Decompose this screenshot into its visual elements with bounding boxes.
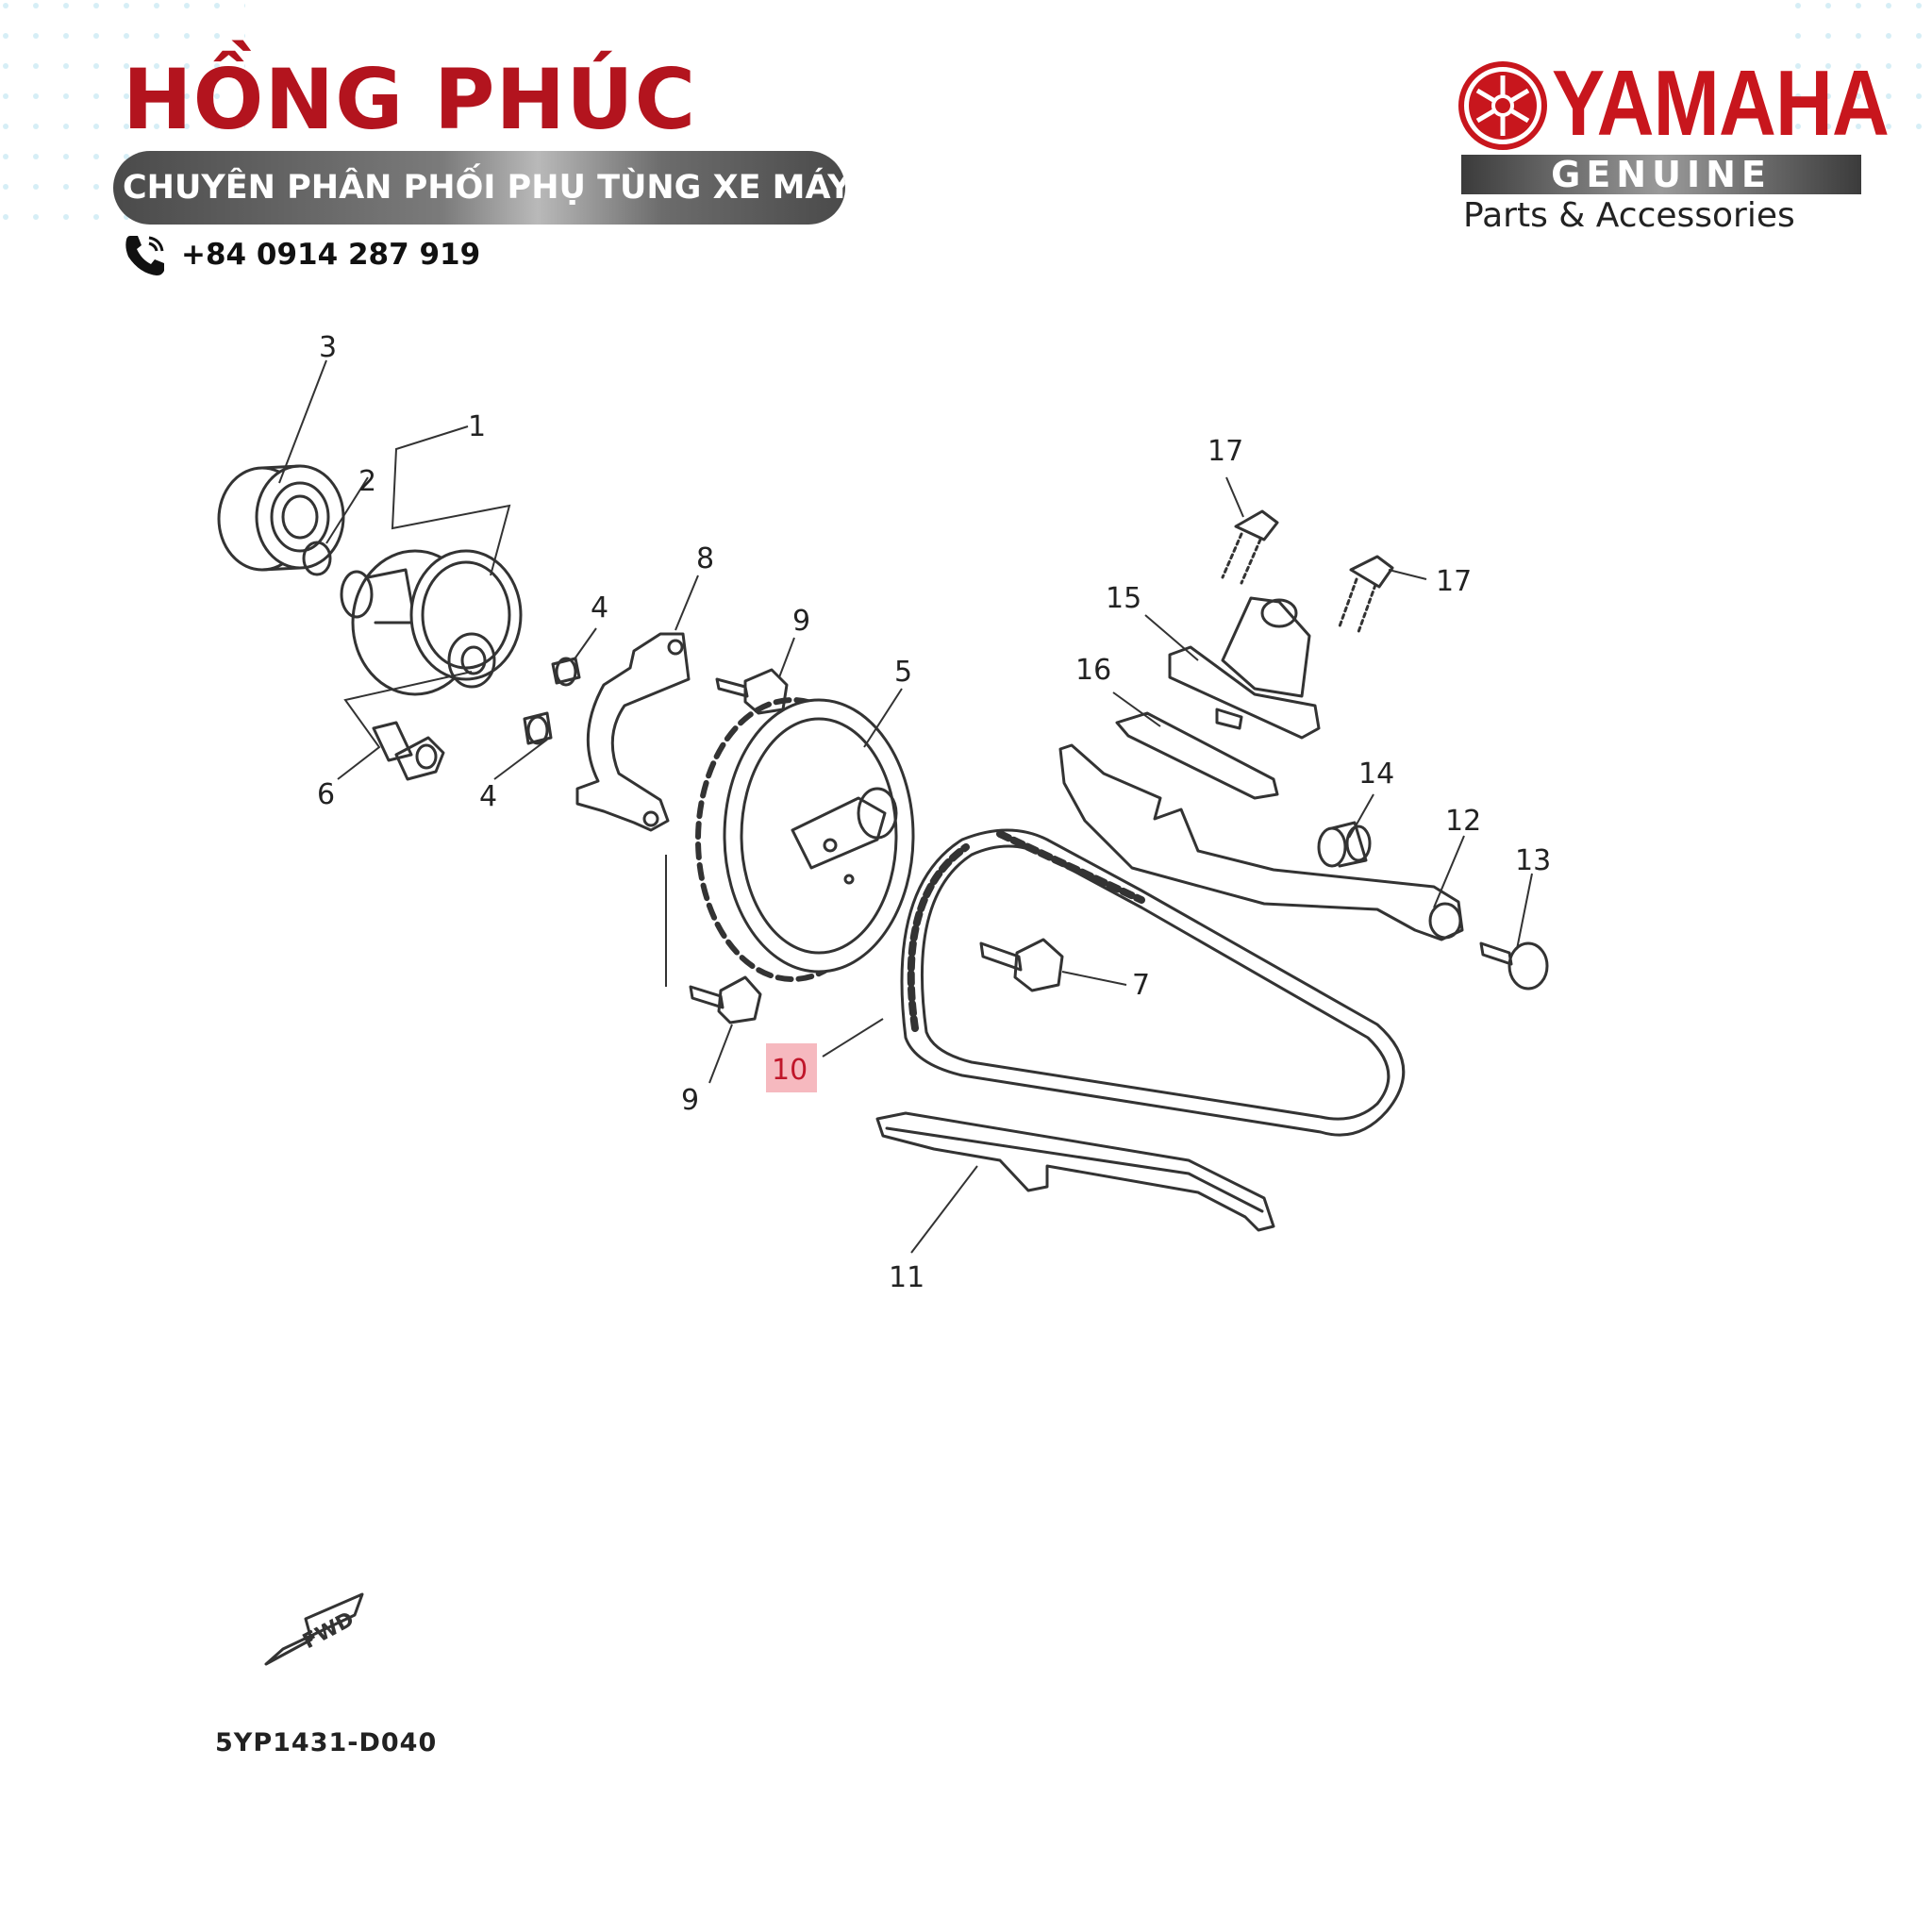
part-9-bolt-upper[interactable]	[715, 668, 789, 715]
callout-9-upper[interactable]: 9	[792, 605, 810, 638]
callout-11[interactable]: 11	[889, 1261, 924, 1294]
callout-12[interactable]: 12	[1445, 805, 1481, 838]
callout-4-upper[interactable]: 4	[591, 591, 608, 625]
callout-4-lower[interactable]: 4	[479, 780, 497, 813]
part-13-bolt[interactable]	[1479, 941, 1549, 991]
part-17-bolt-right[interactable]	[1338, 555, 1394, 634]
part-7-bolt[interactable]	[979, 938, 1064, 992]
part-3-bearing[interactable]	[217, 464, 345, 572]
callout-3[interactable]: 3	[319, 331, 337, 364]
part-10-timing-chain[interactable]	[900, 828, 1406, 1137]
callout-17-right[interactable]: 17	[1436, 565, 1472, 598]
part-8-cam-plate[interactable]	[575, 632, 691, 832]
part-16-gasket[interactable]	[1115, 711, 1279, 800]
part-11-chain-guide[interactable]	[875, 1111, 1275, 1232]
part-1-camshaft[interactable]	[340, 549, 523, 696]
callout-6[interactable]: 6	[317, 778, 335, 811]
brand-name: HỒNG PHÚC	[123, 51, 697, 148]
callout-2[interactable]: 2	[358, 465, 376, 498]
yamaha-wordmark: YAMAHA	[1552, 51, 1890, 155]
highlight-box	[766, 1043, 817, 1092]
tagline-banner: CHUYÊN PHÂN PHỐI PHỤ TÙNG XE MÁY	[113, 151, 845, 225]
dot-pattern-top-right	[1792, 0, 1932, 132]
yamaha-tuning-fork-icon	[1458, 61, 1547, 150]
callout-14[interactable]: 14	[1358, 758, 1394, 791]
callout-9-lower[interactable]: 9	[681, 1084, 699, 1117]
genuine-banner: GENUINE	[1461, 155, 1861, 194]
parts-accessories-label: Parts & Accessories	[1463, 196, 1795, 235]
part-12-tensioner-guide[interactable]	[1058, 743, 1464, 941]
yamaha-genuine-logo: YAMAHA GENUINE Parts & Accessories	[1457, 57, 1890, 236]
part-4-dowel-pin-lower[interactable]	[523, 711, 553, 745]
phone-number: +84 0914 287 919	[181, 238, 481, 272]
callout-17-upper[interactable]: 17	[1208, 435, 1243, 468]
callout-8[interactable]: 8	[696, 542, 714, 575]
part-2-o-ring[interactable]	[302, 541, 332, 576]
callout-13[interactable]: 13	[1515, 844, 1551, 877]
phone-contact[interactable]: +84 0914 287 919	[121, 230, 480, 279]
callout-16[interactable]: 16	[1075, 654, 1111, 687]
diagram-reference-code: 5YP1431-D040	[215, 1728, 438, 1757]
phone-icon	[125, 236, 164, 275]
callout-1[interactable]: 1	[468, 410, 486, 443]
callout-10[interactable]: 10	[772, 1054, 808, 1087]
callout-5[interactable]: 5	[894, 656, 912, 689]
callout-15[interactable]: 15	[1106, 582, 1141, 615]
part-5-cam-sprocket[interactable]	[695, 697, 915, 982]
callout-7[interactable]: 7	[1132, 969, 1150, 1002]
fwd-label: FWD	[299, 1607, 358, 1654]
fwd-arrow-icon	[264, 1592, 364, 1666]
part-9-bolt-lower[interactable]	[689, 975, 762, 1024]
leader-lines	[278, 359, 1533, 1254]
part-17-bolt-left[interactable]	[1221, 509, 1279, 585]
part-4-dowel-pin-upper[interactable]	[551, 657, 581, 687]
part-6-pin-plate[interactable]	[372, 721, 445, 781]
part-14-collar[interactable]	[1317, 821, 1372, 868]
part-15-tensioner[interactable]	[1168, 596, 1321, 740]
